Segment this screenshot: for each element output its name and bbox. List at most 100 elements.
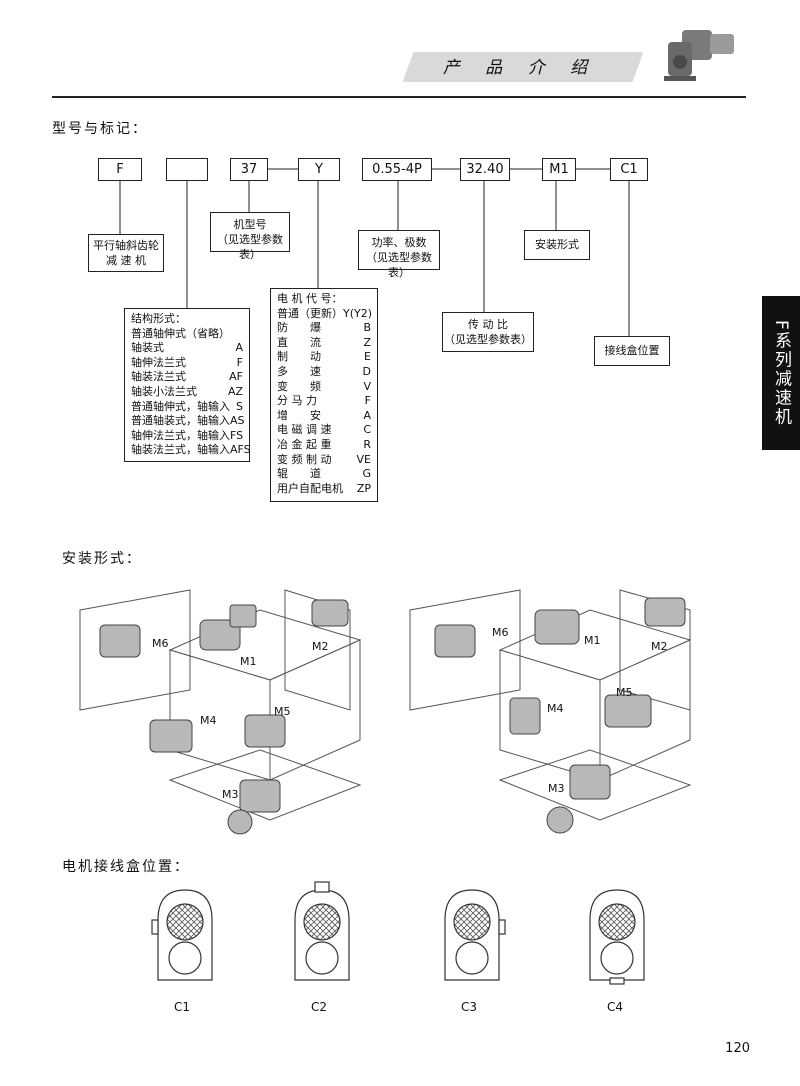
motor-code: G [362,467,371,481]
code-connector-lines [119,168,630,336]
motor-name: 用户自配电机 [277,481,343,495]
label-frame: 机型号 （见选型参数表） [210,212,290,261]
motor-code: D [362,364,371,378]
motor-code: V [363,379,371,393]
structure-code: AF [229,370,243,384]
view-label-m3-left: M3 [222,788,239,801]
code-box-series: F [98,158,142,181]
motor-code: A [363,408,371,422]
code-box-structure [166,158,208,181]
structure-code: S [236,399,243,413]
motor-name: 变 频 制 动 [277,452,332,466]
view-label-m1-right: M1 [584,634,601,647]
structure-name: 轴装小法兰式 [131,384,197,398]
terminal-caption-c3: C3 [461,1000,478,1014]
view-label-m5-left: M5 [274,705,291,718]
view-label-m4-left: M4 [200,714,217,727]
motor-code: C [363,423,371,437]
terminal-box-drawings [151,881,645,985]
label-ratio: 传 动 比 （见选型参数表） [442,312,534,352]
motor-name: 冶 金 起 重 [277,437,332,451]
structure-name: 轴装法兰式 [131,370,186,384]
terminal-caption-c4: C4 [607,1000,624,1014]
structure-code: F [236,355,243,369]
mounting-diagrams [79,589,692,835]
motor-name: 变 频 [277,379,321,393]
structure-name: 普通轴装式，轴输入 [131,414,230,428]
view-label-m2-left: M2 [312,640,329,653]
view-label-m1-left: M1 [240,655,257,668]
motor-name: 增 安 [277,408,321,422]
label-terminal: 接线盒位置 [594,336,670,366]
section-title-mounting: 安装形式： [62,551,142,567]
structure-code: FS [230,428,244,442]
motor-code: Y(Y2) [343,306,373,320]
motor-name: 制 动 [277,350,321,364]
motor-name: 普通（更新） [277,306,343,320]
structure-row: 轴装法兰式 AF [131,370,243,385]
view-label-m4-right: M4 [547,702,564,715]
label-mounting: 安装形式 [524,230,590,260]
series-side-tab: F系列减速机 [762,296,800,450]
motor-name: 直 流 [277,335,321,349]
view-label-m6-right: M6 [492,626,509,639]
motor-code: E [364,350,371,364]
motor-code: B [363,321,371,335]
motor-code: VE [356,452,371,466]
header-rule [52,96,746,98]
motor-name: 辊 道 [277,467,321,481]
page-title: 产 品 介 绍 [442,58,598,78]
structure-title: 结构形式： [131,312,186,325]
code-box-power: 0.55-4P [362,158,432,181]
structure-row: 普通轴伸式（省略） [131,327,243,342]
motor-code: R [363,437,371,451]
motor-name: 分 马 力 [277,394,317,408]
motor-code: F [364,394,371,408]
terminal-caption-c1: C1 [174,1000,191,1014]
view-label-m6-left: M6 [152,637,169,650]
structure-name: 轴装法兰式，轴输入 [131,443,230,457]
structure-row: 轴装小法兰式 AZ [131,385,243,400]
code-box-terminal: C1 [610,158,648,181]
view-label-m2-right: M2 [651,640,668,653]
page-number: 120 [725,1041,750,1056]
code-box-ratio: 32.40 [460,158,510,181]
structure-code: AZ [227,384,243,398]
structure-name: 普通轴伸式，轴输入 [131,399,230,413]
structure-row: 普通轴伸式，轴输入 S [131,400,243,415]
structure-code: AFS [230,443,251,457]
structure-row: 轴伸法兰式 F [131,356,243,371]
terminal-caption-c2: C2 [311,1000,328,1014]
label-type-name: 平行轴斜齿轮 减 速 机 [88,234,164,272]
structure-name: 普通轴伸式（省略） [131,326,230,340]
motor-row: 普通（更新）Y(Y2) [277,306,373,322]
view-label-m5-right: M5 [616,686,633,699]
structure-name: 轴伸法兰式 [131,355,186,369]
motor-name: 多 速 [277,364,321,378]
view-label-m3-right: M3 [548,782,565,795]
motor-row: 变 频 制 动 VE [277,453,371,468]
code-box-motor: Y [298,158,340,181]
motor-name: 防 爆 [277,321,321,335]
code-box-frame: 37 [230,158,268,181]
structure-name: 轴装式 [131,341,164,355]
motor-name: 电 磁 调 速 [277,423,332,437]
gearbox-thumbnail-icon [664,30,734,81]
label-power: 功率、极数 （见选型参数表） [358,230,440,279]
motor-code: Z [363,335,371,349]
